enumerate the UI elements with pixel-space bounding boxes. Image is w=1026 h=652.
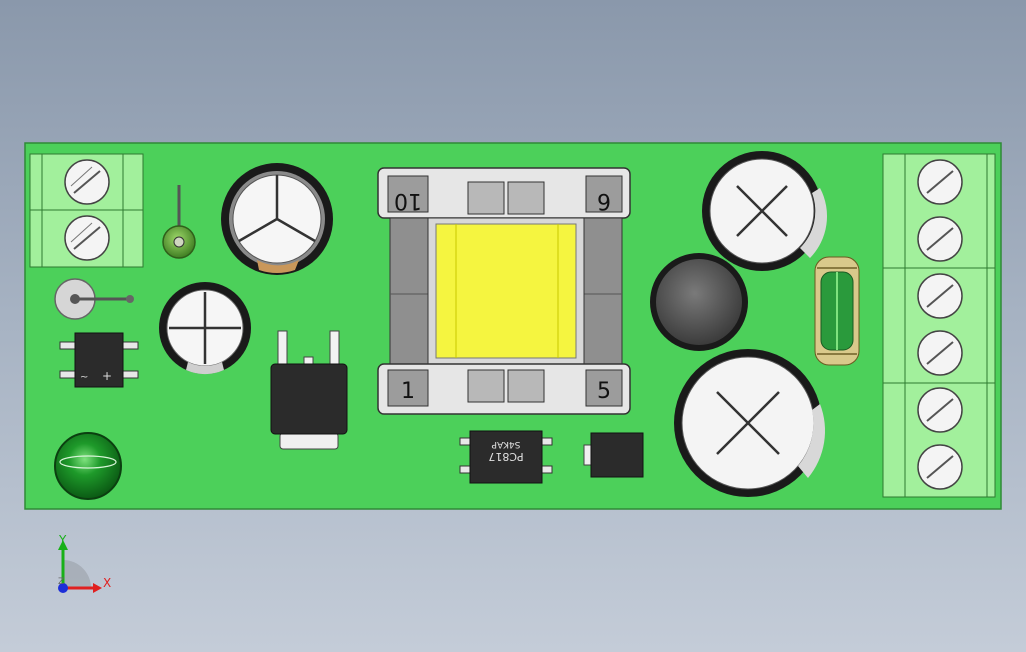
capacitor-icon[interactable] xyxy=(702,151,828,271)
terminal-block-right[interactable] xyxy=(882,153,996,498)
transformer-pin-label: 1 xyxy=(401,379,415,404)
transformer-pin-label: 5 xyxy=(597,379,611,404)
capacitor-icon[interactable] xyxy=(159,282,251,375)
screw-icon xyxy=(917,330,963,376)
optocoupler-marking: S4KAP xyxy=(491,439,520,449)
capacitor-icon[interactable] xyxy=(221,163,333,275)
bridge-tilde-mark: ~ xyxy=(80,372,88,383)
small-led-icon[interactable] xyxy=(162,185,196,259)
bridge-rectifier-icon[interactable]: + ~ xyxy=(59,332,139,388)
screw-icon xyxy=(917,387,963,433)
screw-icon xyxy=(917,444,963,490)
screw-icon xyxy=(917,216,963,262)
triad-x-label: X xyxy=(103,576,111,590)
screw-icon xyxy=(917,159,963,205)
screw-icon xyxy=(64,159,110,205)
screw-icon xyxy=(64,215,110,261)
optocoupler-icon[interactable]: PC817 S4KAP xyxy=(459,430,553,484)
triad-y-label: Y xyxy=(58,533,67,547)
capacitor-icon[interactable] xyxy=(650,253,748,351)
triad-z-label: Z xyxy=(58,577,64,587)
screw-icon xyxy=(917,273,963,319)
transformer-pin-label: 6 xyxy=(597,188,611,213)
transformer-pin-label: 10 xyxy=(394,188,422,213)
optocoupler-marking: PC817 xyxy=(488,450,523,463)
bridge-plus-mark: + xyxy=(102,369,112,383)
coordinate-triad[interactable]: Y X Z xyxy=(58,533,111,593)
inductor-icon[interactable] xyxy=(814,256,860,366)
mosfet-icon[interactable] xyxy=(270,330,348,450)
diode-icon[interactable] xyxy=(583,432,644,478)
transformer-icon[interactable]: 10 6 1 5 xyxy=(377,167,631,415)
led-icon[interactable] xyxy=(54,432,122,500)
terminal-block-left[interactable] xyxy=(29,153,144,268)
resistor-icon[interactable] xyxy=(54,278,134,320)
capacitor-icon[interactable] xyxy=(674,349,826,497)
